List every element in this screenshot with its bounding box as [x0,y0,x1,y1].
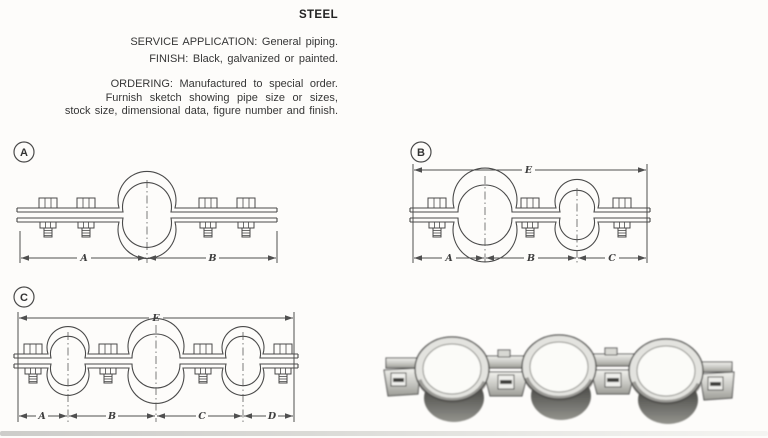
dim-label-b: B [207,253,216,264]
clamp-ring [628,338,704,405]
ordering-paragraph: ORDERING: Manufactured to special order.… [0,78,338,119]
dim-label-b: B [526,253,535,264]
figure-a-badge: A [13,141,35,163]
dimension-lines: E A B C [412,164,648,264]
clamp-bolts [23,343,293,384]
dim-label-d: D [267,411,277,422]
page-header: STEEL SERVICE APPLICATION: General pipin… [0,9,338,119]
dim-label-b: B [107,411,116,422]
figure-b-badge-label: B [417,147,425,159]
ordering-line-2: Furnish sketch showing pipe size or size… [105,91,338,104]
figure-c-badge-label: C [20,292,28,304]
clamp-ring [414,336,490,403]
ordering-line-1: ORDERING: Manufactured to special order. [110,78,338,90]
diagram-two-pipe-clamp: B E A B C [409,141,651,264]
clamp-bolt-connector [586,347,640,395]
dim-label-e: E [151,313,160,324]
dim-label-e: E [524,165,533,176]
figure-b-badge: B [410,141,432,163]
clamp-bands [409,167,651,263]
ordering-line-3: stock size, dimensional data, figure num… [64,105,338,117]
diagram-three-pipe-clamp: C E A B [13,286,299,422]
dimension-lines: E A B C D [17,312,295,422]
page-title: STEEL [298,9,338,21]
finish-line: FINISH: Black, galvanized or painted. [149,53,338,65]
figure-a-badge-label: A [20,147,28,159]
dim-label-a: A [444,253,452,264]
page-bottom-edge [0,431,768,436]
service-application-line: SERVICE APPLICATION: General piping. [130,36,338,48]
dim-label-a: A [37,411,45,422]
dimension-lines: A B [19,231,278,264]
dim-label-c: C [608,253,616,264]
figure-c-badge: C [13,286,35,308]
dim-label-c: C [198,411,206,422]
dim-label-a: A [79,253,87,264]
diagram-single-pipe-clamp: A A B [13,141,278,264]
clamp-end-lug-right [699,361,735,401]
three-pipe-clamp-photo [383,334,735,424]
clamp-end-lug-left [383,357,421,397]
clamp-ring [521,334,597,401]
